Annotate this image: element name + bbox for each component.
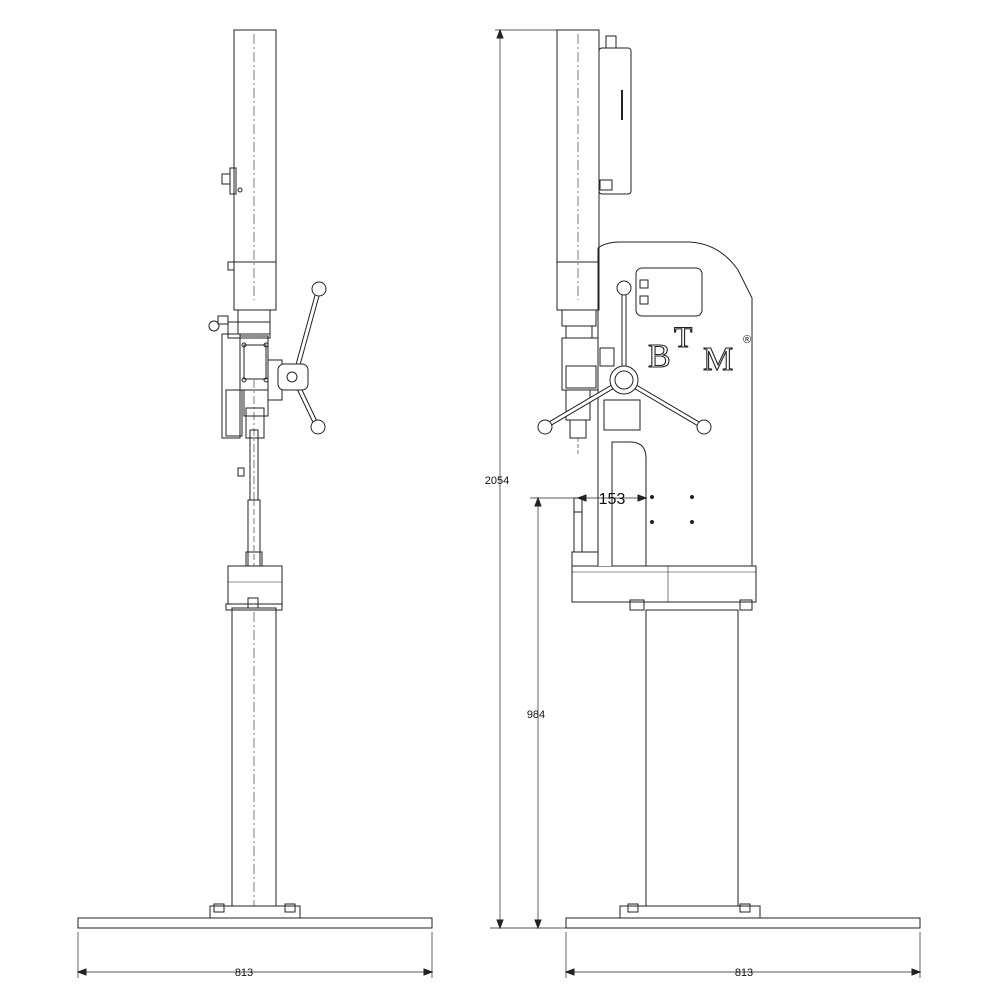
logo-registered-mark: ® xyxy=(743,334,751,346)
dim-table-height: 984 xyxy=(527,709,545,721)
front-window xyxy=(635,267,703,317)
dim-throat-depth: 153 xyxy=(599,491,626,508)
logo-m: M xyxy=(703,341,733,378)
logo-b: B xyxy=(648,338,671,375)
front-lever-ball-left xyxy=(537,419,553,435)
front-c-frame xyxy=(597,241,753,567)
front-column xyxy=(645,609,739,907)
front-lever-ball-right xyxy=(696,419,712,435)
front-lever-ball-top xyxy=(616,280,632,296)
side-base-plate xyxy=(77,917,433,929)
front-base-plate xyxy=(565,917,921,929)
side-view xyxy=(76,29,434,978)
side-lever-ball-top xyxy=(311,281,327,297)
logo-t: T xyxy=(674,321,692,354)
dim-base-width-right: 813 xyxy=(735,967,753,979)
front-lever-assembly xyxy=(537,280,712,435)
front-head-assembly xyxy=(561,309,597,327)
dim-base-width-left: 813 xyxy=(235,967,253,979)
front-valve-box xyxy=(598,47,632,195)
btm-logo: B T M ® xyxy=(647,320,751,378)
dim-overall-height: 2054 xyxy=(485,475,509,487)
side-cylinder xyxy=(233,29,277,311)
front-view: B T M ® xyxy=(490,28,922,978)
front-base-box xyxy=(571,565,757,603)
side-lever-ball-bottom xyxy=(310,419,326,435)
